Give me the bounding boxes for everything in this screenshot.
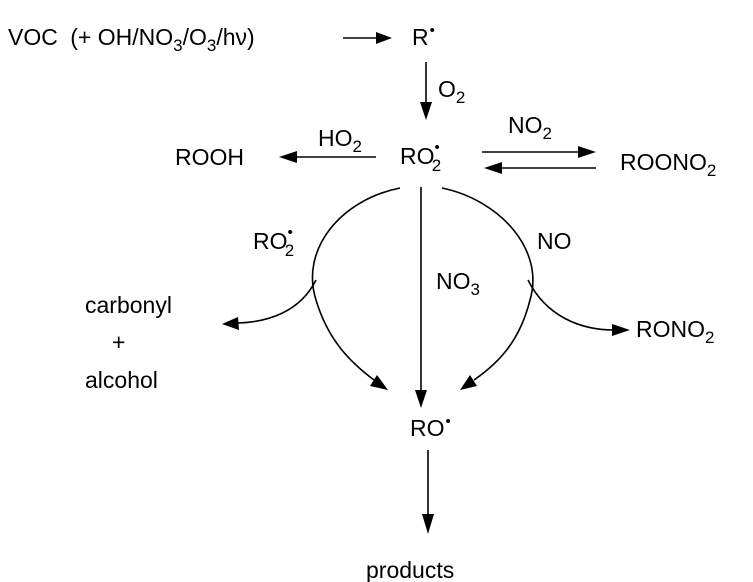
- oxidants-mid: /O: [183, 24, 207, 50]
- oxidants-text: (+ OH/NO: [70, 24, 173, 50]
- radical-dot: •: [288, 224, 293, 241]
- products-label: products: [366, 557, 454, 582]
- voc-text: VOC: [8, 24, 58, 50]
- alcohol-label: alcohol: [85, 367, 158, 393]
- no2-text: NO: [508, 112, 543, 138]
- oxidants-sub1: 3: [173, 36, 182, 55]
- oxidants-nu: ν: [236, 24, 248, 50]
- ro2-to-ro-no3-arrow: [415, 187, 427, 408]
- alkyl-nitrate-text: RONO: [636, 316, 705, 342]
- radical-dot: •: [435, 139, 440, 156]
- peroxy-radical-text: RO: [400, 143, 435, 169]
- roono2-to-ro2-arrow: [484, 162, 596, 174]
- plus-text: +: [112, 329, 125, 355]
- oxidants-close: ): [247, 24, 255, 50]
- hydroperoxide-label: ROOH: [175, 144, 244, 170]
- ro2-self-reaction-curve-arrow: [311, 187, 401, 390]
- carbonyl-text: carbonyl: [85, 292, 172, 318]
- alkoxy-radical-label: RO•: [410, 413, 451, 441]
- peroxy-sub: 2: [432, 156, 441, 175]
- alkyl-nitrate-sub: 2: [705, 328, 714, 347]
- radical-dot: •: [430, 22, 435, 39]
- alkyl-nitrate-label: RONO2: [636, 316, 714, 347]
- ho2-reagent-label: HO2: [318, 125, 362, 156]
- peroxynitrate-text: ROONO: [620, 149, 707, 175]
- r-to-ro2-arrow: [420, 62, 432, 120]
- carbonyl-label: carbonyl: [85, 292, 172, 318]
- peroxynitrate-sub: 2: [707, 161, 716, 180]
- peroxynitrate-label: ROONO2: [620, 149, 716, 180]
- no-reagent-label: NO: [537, 228, 572, 254]
- ro2-to-rooh-arrow: [279, 151, 376, 163]
- ro2-to-roono2-arrow: [482, 146, 596, 158]
- no3-reagent-label: NO3: [436, 268, 480, 299]
- no2-sub: 2: [543, 124, 552, 143]
- voc-label: VOC (+ OH/NO3/O3/hν): [8, 24, 255, 55]
- rono2-branch-arrow: [527, 279, 630, 336]
- radical-dot: •: [446, 413, 451, 430]
- ro2-no-curve-arrow: [441, 187, 534, 390]
- o2-sub: 2: [456, 88, 465, 107]
- o2-reagent-label: O2: [438, 76, 465, 107]
- hydroperoxide-text: ROOH: [175, 144, 244, 170]
- peroxy-radical-label: RO•2: [400, 139, 441, 175]
- no3-text: NO: [436, 268, 471, 294]
- no2-reagent-label: NO2: [508, 112, 552, 143]
- alkyl-radical-text: R: [412, 24, 429, 50]
- alcohol-text: alcohol: [85, 367, 158, 393]
- ro2-sub: 2: [285, 241, 294, 260]
- ro2-text: RO: [253, 228, 288, 254]
- no3-sub: 3: [471, 280, 480, 299]
- alkoxy-radical-text: RO: [410, 415, 445, 441]
- no-text: NO: [537, 228, 572, 254]
- alkyl-radical-label: R•: [412, 22, 435, 50]
- oxidants-sub2: 3: [207, 36, 216, 55]
- ho2-sub: 2: [353, 137, 362, 156]
- ho2-text: HO: [318, 125, 353, 151]
- plus-label: +: [112, 329, 125, 355]
- oxidants-end: /h: [216, 24, 235, 50]
- ro-to-products-arrow: [422, 450, 434, 534]
- voc-to-r-arrow: [343, 32, 392, 44]
- ro2-reagent-label: RO•2: [253, 224, 294, 260]
- carbonyl-alcohol-branch-arrow: [222, 279, 317, 330]
- products-text: products: [366, 557, 454, 582]
- o2-text: O: [438, 76, 456, 102]
